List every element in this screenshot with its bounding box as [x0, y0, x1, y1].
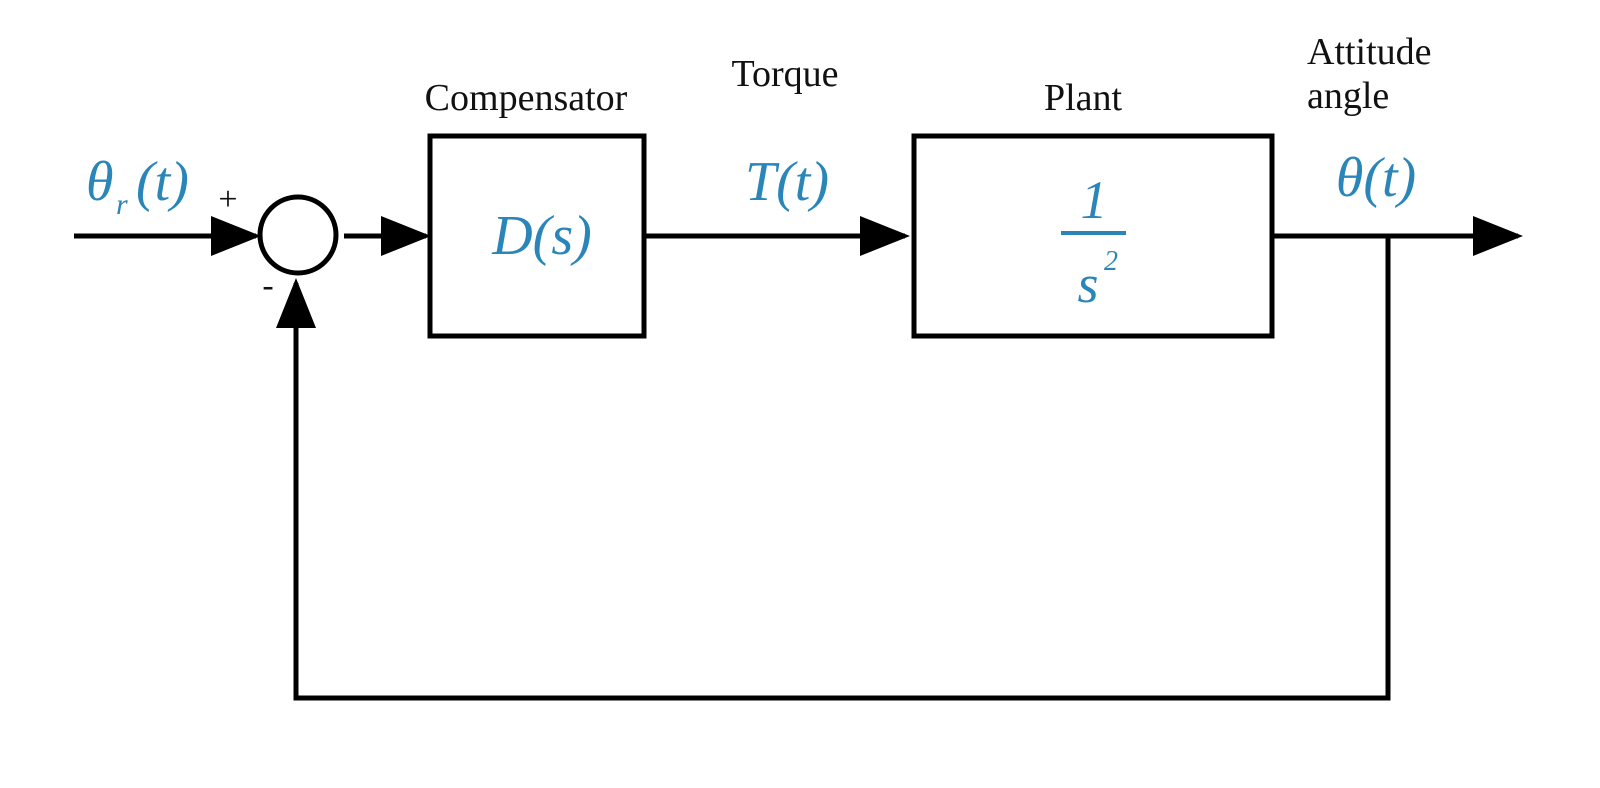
attitude-label-line1: Attitude: [1307, 31, 1432, 73]
compensator-block: [427, 133, 647, 339]
input-theta: θ: [86, 151, 114, 213]
feedback-path: [276, 236, 1391, 701]
plant-block: [911, 133, 1275, 339]
torque-label: Torque: [731, 53, 838, 95]
plus-sign: +: [218, 181, 237, 218]
plant-denominator: s: [1077, 254, 1098, 314]
input-subscript: r: [116, 188, 128, 221]
torque-signal: T(t): [745, 151, 829, 213]
plant-exponent: 2: [1104, 246, 1118, 277]
minus-sign: -: [262, 267, 273, 304]
output-signal: θ(t): [1336, 147, 1416, 209]
summing-junction: [257, 194, 339, 276]
attitude-label-line2: angle: [1307, 75, 1389, 117]
plant-label: Plant: [1044, 77, 1123, 119]
compensator-transfer-function: D(s): [491, 205, 592, 267]
compensator-label: Compensator: [425, 77, 628, 119]
input-time: (t): [136, 151, 189, 213]
plant-numerator: 1: [1081, 170, 1108, 230]
